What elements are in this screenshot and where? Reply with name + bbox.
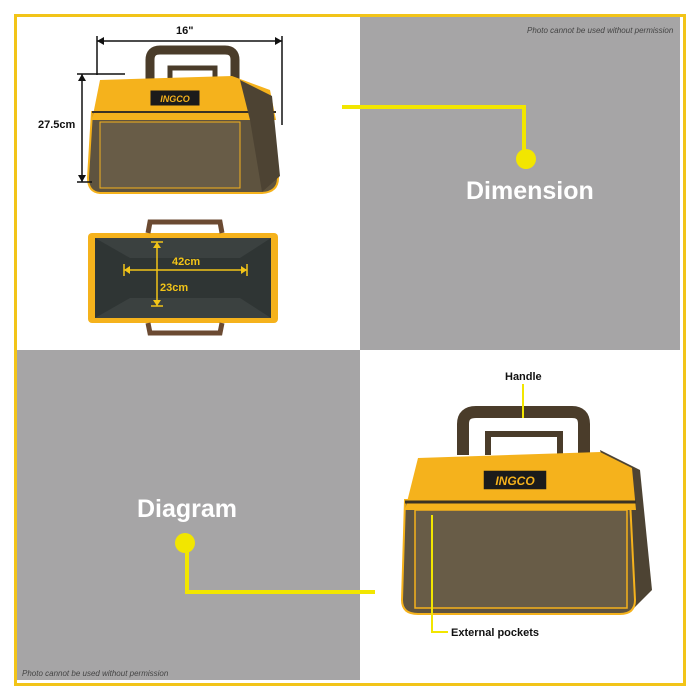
inner-depth-label: 23cm [160,282,189,294]
diagram-connector [175,533,375,594]
dimension-connector [342,105,536,169]
pockets-callout-line [431,515,448,633]
diagram-title: Diagram [137,495,238,523]
diagram-title-panel [17,350,360,680]
watermark-top: Photo cannot be used without permission [527,26,674,35]
bag-open-top-view [88,219,278,336]
width-label: 16" [176,25,194,37]
pockets-label: External pockets [451,627,540,639]
dimension-title: Dimension [466,177,594,205]
outer-frame [14,14,686,686]
bag-front-bottom [400,406,652,615]
inner-width-label: 42cm [172,256,201,268]
height-dimension-line [77,73,125,183]
brand-logo-top: INGCO [160,94,190,104]
handle-label: Handle [505,371,542,383]
width-dimension-line [96,36,283,125]
bag-front-top [86,45,280,194]
brand-logo-bottom: INGCO [495,474,535,488]
watermark-bottom: Photo cannot be used without permission [22,669,169,678]
dimension-title-panel [360,17,680,350]
height-label: 27.5cm [38,119,76,131]
